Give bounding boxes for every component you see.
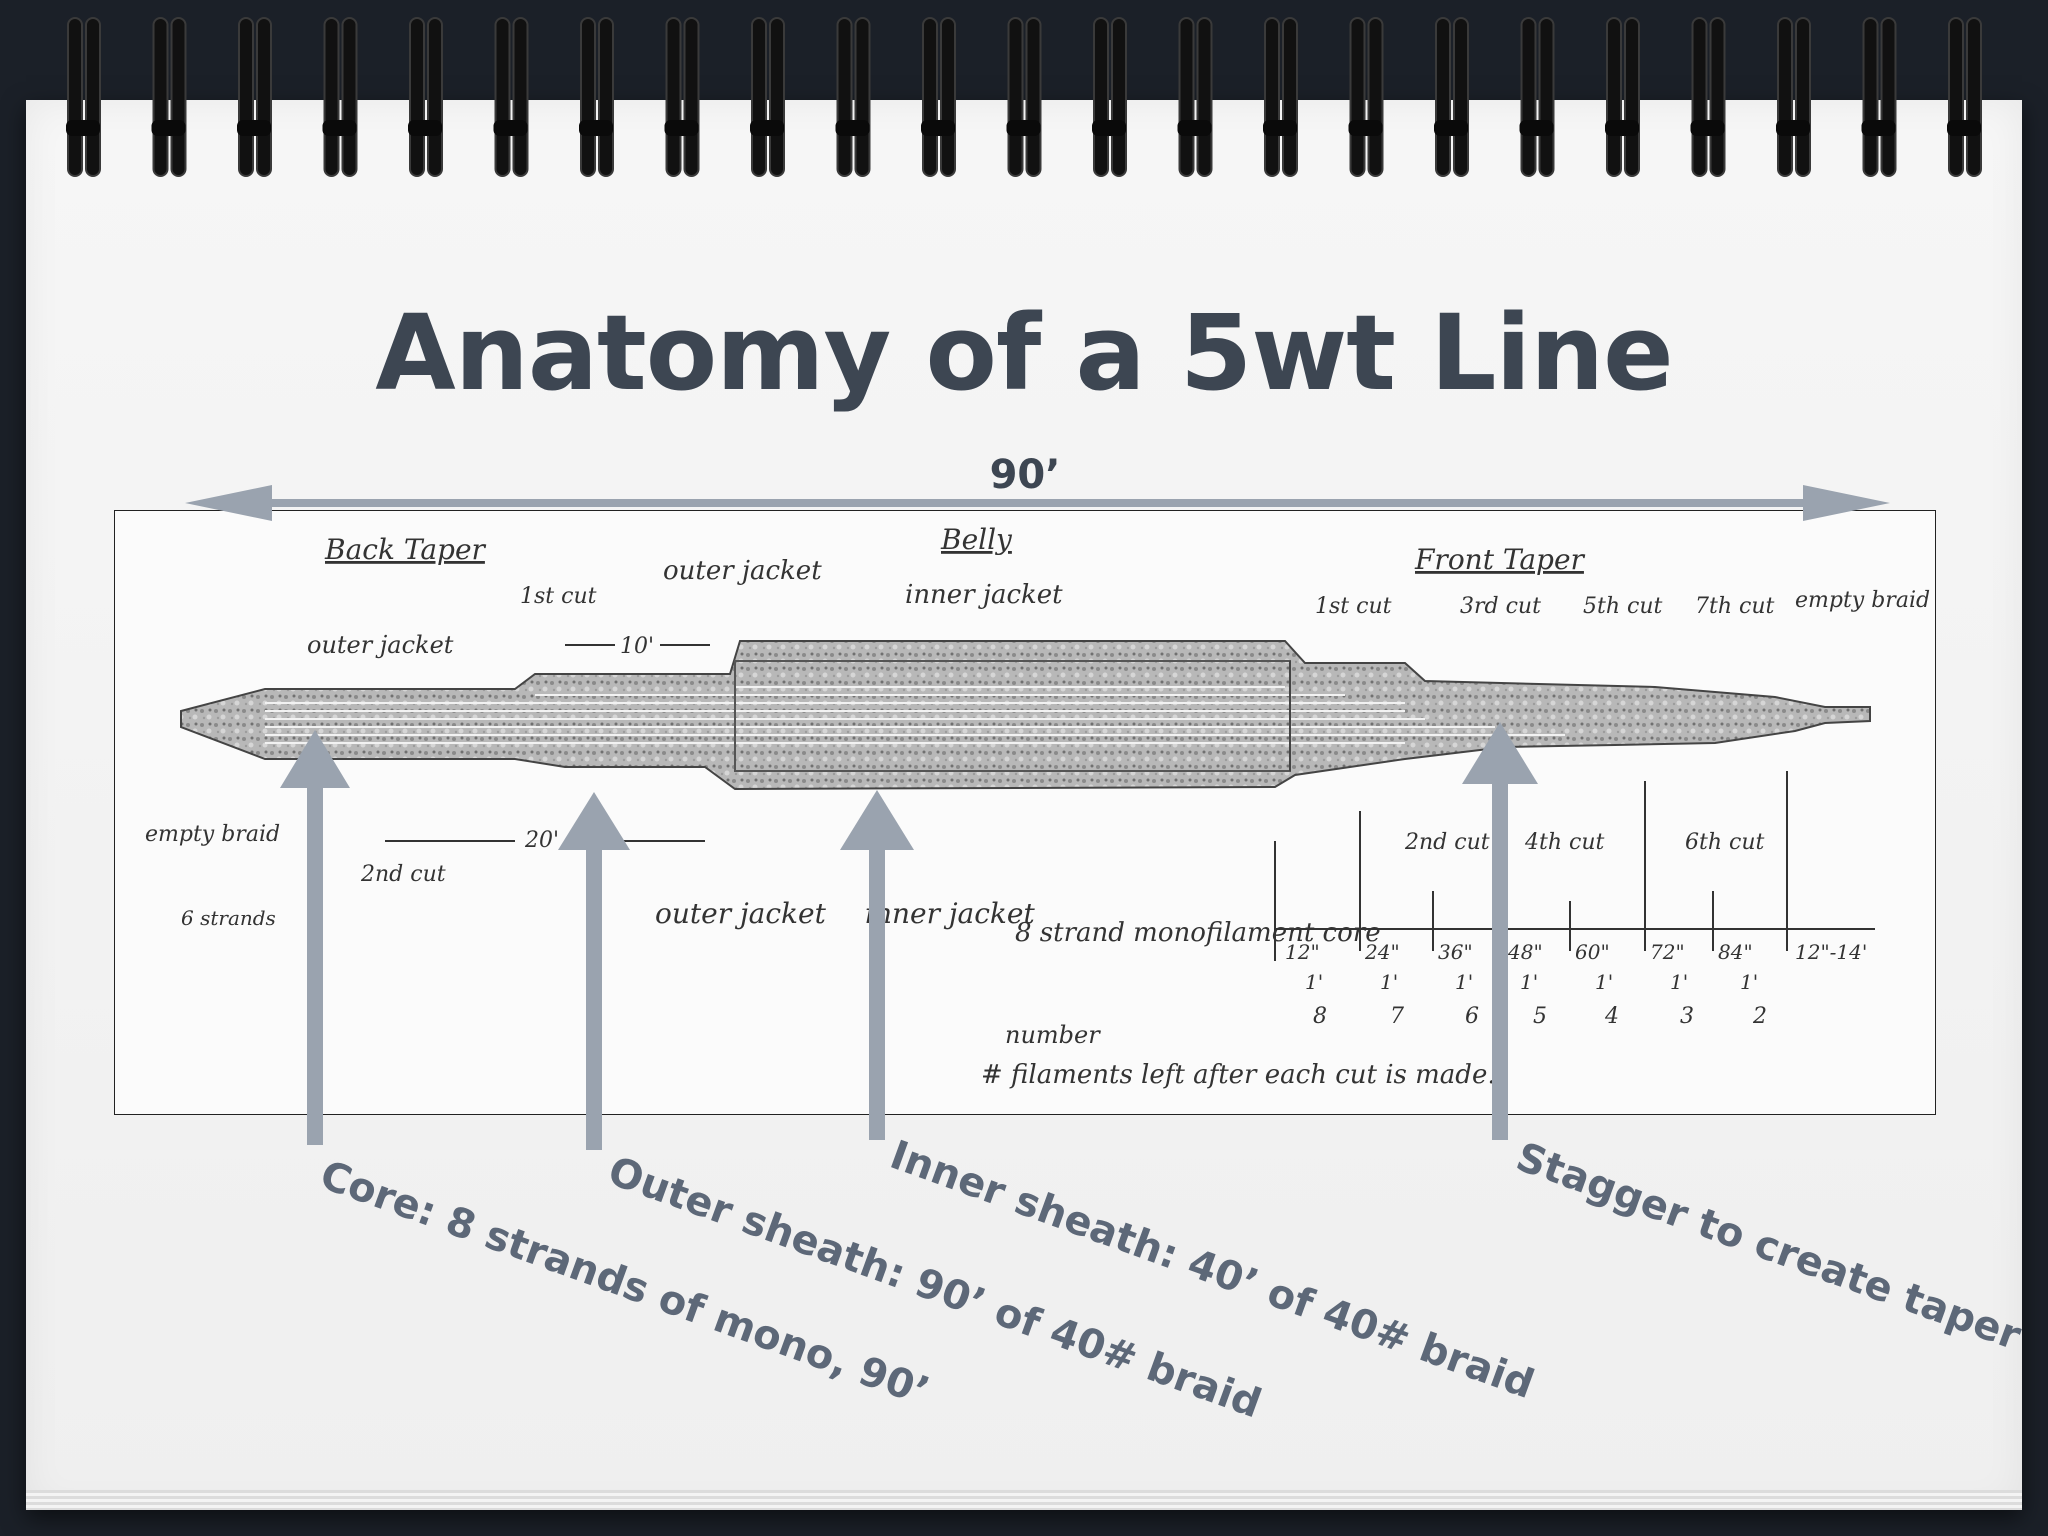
front-cut-label: 5th cut bbox=[1583, 594, 1662, 619]
taper-feet-label: 1' bbox=[1305, 970, 1323, 994]
front-cut-label: 3rd cut bbox=[1460, 594, 1541, 619]
length-label: 90’ bbox=[989, 452, 1061, 498]
taper-length-label: 12"-14' bbox=[1795, 940, 1867, 964]
svg-text:Belly: Belly bbox=[940, 523, 1013, 556]
svg-text:inner jacket: inner jacket bbox=[865, 897, 1035, 930]
taper-length-label: 48" bbox=[1507, 940, 1543, 964]
filament-count-label: 3 bbox=[1680, 1004, 1694, 1029]
binding-ring bbox=[1092, 17, 1127, 177]
binding-ring bbox=[408, 17, 443, 177]
svg-text:10': 10' bbox=[620, 634, 654, 659]
fly-line-sketch: Back Taper Belly Front Taper outer jacke… bbox=[114, 510, 1936, 1115]
front-cut-label: 7th cut bbox=[1695, 594, 1774, 619]
binding-ring bbox=[493, 17, 529, 177]
binding-ring bbox=[151, 17, 187, 177]
svg-text:empty braid: empty braid bbox=[1795, 588, 1930, 613]
line-body bbox=[180, 640, 1871, 791]
svg-text:2nd cut: 2nd cut bbox=[360, 862, 446, 887]
binding-ring bbox=[1947, 17, 1982, 177]
binding-ring bbox=[1348, 17, 1384, 177]
front-cut-label: 6th cut bbox=[1685, 830, 1764, 855]
svg-text:Back Taper: Back Taper bbox=[324, 533, 487, 566]
binding-ring bbox=[1434, 17, 1469, 177]
svg-text:outer jacket: outer jacket bbox=[655, 897, 827, 930]
binding-ring bbox=[921, 17, 956, 177]
binding-ring bbox=[835, 17, 871, 177]
binding-ring bbox=[322, 17, 358, 177]
binding-ring bbox=[1861, 17, 1897, 177]
svg-text:outer jacket: outer jacket bbox=[307, 631, 454, 659]
taper-feet-label: 1' bbox=[1595, 970, 1613, 994]
binding-ring bbox=[664, 17, 700, 177]
sketch-annotations: Back Taper Belly Front Taper outer jacke… bbox=[145, 523, 1930, 1090]
front-cut-label: 1st cut bbox=[1315, 594, 1392, 619]
binding-ring bbox=[1690, 17, 1726, 177]
taper-feet-label: 1' bbox=[1740, 970, 1758, 994]
filament-count-label: 2 bbox=[1752, 1004, 1767, 1029]
svg-text:empty braid: empty braid bbox=[145, 822, 280, 847]
taper-feet-label: 1' bbox=[1670, 970, 1688, 994]
binding-ring bbox=[1776, 17, 1811, 177]
taper-feet-label: 1' bbox=[1520, 970, 1538, 994]
binding-ring bbox=[750, 17, 785, 177]
binding-ring bbox=[237, 17, 272, 177]
taper-length-label: 12" bbox=[1285, 940, 1320, 964]
svg-text:8 strand monofilament core: 8 strand monofilament core bbox=[1015, 918, 1381, 948]
front-cut-label: 4th cut bbox=[1524, 830, 1604, 855]
svg-text:# filaments left after each cu: # filaments left after each cut is made. bbox=[981, 1060, 1496, 1090]
page-stack-edge bbox=[26, 1490, 2022, 1510]
binding-ring bbox=[1519, 17, 1555, 177]
svg-text:6 strands: 6 strands bbox=[181, 906, 276, 930]
filament-count-label: 7 bbox=[1390, 1004, 1404, 1029]
svg-text:outer jacket: outer jacket bbox=[663, 556, 822, 586]
taper-length-label: 72" bbox=[1650, 940, 1685, 964]
taper-feet-label: 1' bbox=[1380, 970, 1398, 994]
binding-ring bbox=[1263, 17, 1298, 177]
filament-count-label: 6 bbox=[1465, 1004, 1479, 1029]
svg-text:number: number bbox=[1005, 1021, 1101, 1049]
slide-title: Anatomy of a 5wt Line bbox=[375, 292, 1673, 414]
svg-text:1st cut: 1st cut bbox=[520, 584, 597, 609]
spiral-binding bbox=[66, 17, 1982, 177]
taper-length-label: 84" bbox=[1718, 940, 1753, 964]
binding-ring bbox=[66, 17, 101, 177]
svg-text:20': 20' bbox=[524, 828, 559, 853]
binding-ring bbox=[1605, 17, 1640, 177]
taper-length-label: 24" bbox=[1364, 940, 1400, 964]
binding-ring bbox=[1177, 17, 1213, 177]
binding-ring bbox=[579, 17, 614, 177]
taper-length-label: 60" bbox=[1575, 940, 1610, 964]
front-cut-label: 2nd cut bbox=[1404, 830, 1490, 855]
filament-count-label: 4 bbox=[1604, 1004, 1619, 1029]
binding-ring bbox=[1006, 17, 1042, 177]
taper-length-label: 36" bbox=[1438, 940, 1473, 964]
taper-feet-label: 1' bbox=[1455, 970, 1473, 994]
filament-count-label: 5 bbox=[1533, 1004, 1547, 1029]
filament-count-label: 8 bbox=[1313, 1004, 1327, 1029]
svg-text:inner jacket: inner jacket bbox=[905, 580, 1063, 610]
svg-text:Front Taper: Front Taper bbox=[1414, 543, 1586, 576]
